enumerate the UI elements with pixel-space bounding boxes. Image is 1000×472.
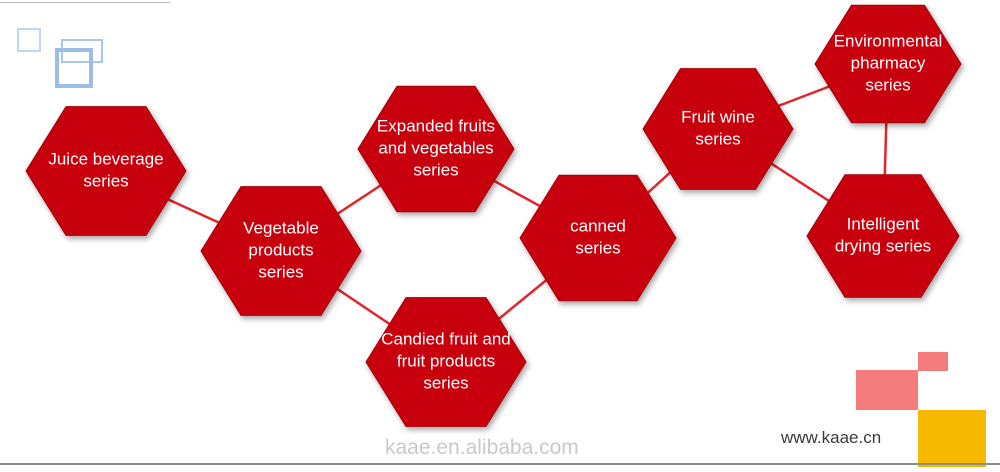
hexagon-nodes: Juice beverageseriesVegetableproductsser… <box>25 4 962 427</box>
hex-label-canned-line-2: series <box>575 238 620 257</box>
hex-label-juice-line-2: series <box>83 171 128 190</box>
hex-node-vegetable: Vegetable products series <box>200 186 362 316</box>
deco-block-pink-small <box>918 352 948 371</box>
hex-node-fruitwine: Fruit wine series <box>642 68 794 190</box>
hex-node-drying: Intelligent drying series <box>806 174 960 298</box>
hex-label-drying-line-1: Intelligent <box>847 214 920 233</box>
brand-url: www.kaae.cn <box>781 428 882 447</box>
top-rule <box>0 2 170 3</box>
hexagon-shape-juice <box>25 106 187 236</box>
bottom-rule <box>0 463 1000 465</box>
deco-square-large <box>55 48 93 88</box>
hexagon-shape-expanded <box>357 85 515 213</box>
hex-node-environmental: Environmental pharmacy series <box>814 4 962 124</box>
hexagon-shape-canned <box>519 174 677 302</box>
hex-node-candied: Candied fruit and fruit products series <box>365 297 527 427</box>
hex-label-expanded-line-3: series <box>413 160 458 179</box>
hexagon-shape-fruitwine <box>642 68 794 190</box>
watermark-text: kaae.en.alibaba.com <box>385 436 579 459</box>
hex-label-juice-line-1: Juice beverage <box>48 149 163 168</box>
deco-block-yellow <box>918 410 986 467</box>
deco-block-pink-large <box>856 370 918 410</box>
hex-label-expanded-line-1: Expanded fruits <box>377 116 495 135</box>
hexagon-shape-drying <box>806 174 960 298</box>
hex-label-environmental-line-3: series <box>865 75 910 94</box>
hex-label-expanded-line-2: and vegetables <box>378 138 493 157</box>
hex-label-canned-line-1: canned <box>570 216 626 235</box>
hexagon-shape-environmental <box>814 4 962 124</box>
hex-node-canned: canned series <box>519 174 677 302</box>
hex-node-expanded: Expanded fruits and vegetables series <box>357 85 515 213</box>
hexagon-shape-vegetable <box>200 186 362 316</box>
hex-label-fruitwine-line-2: series <box>695 129 740 148</box>
hex-label-environmental-line-1: Environmental <box>834 31 943 50</box>
hex-node-juice: Juice beverage series <box>25 106 187 236</box>
hex-label-fruitwine-line-1: Fruit wine <box>681 107 755 126</box>
hex-label-environmental-line-2: pharmacy <box>851 53 926 72</box>
hex-label-vegetable-line-1: Vegetable <box>243 218 319 237</box>
hex-label-vegetable-line-3: series <box>258 262 303 281</box>
hex-label-vegetable-line-2: products <box>248 240 313 259</box>
hexagon-shape-candied <box>365 297 527 427</box>
hex-label-candied-line-2: fruit products <box>397 351 495 370</box>
hex-label-candied-line-1: Candied fruit and <box>381 329 510 348</box>
decorative-blocks-bottom-right <box>856 352 986 467</box>
deco-square-small <box>17 28 41 52</box>
decorative-squares-top-left <box>17 28 103 88</box>
hex-label-drying-line-2: drying series <box>835 236 931 255</box>
hex-label-candied-line-3: series <box>423 373 468 392</box>
